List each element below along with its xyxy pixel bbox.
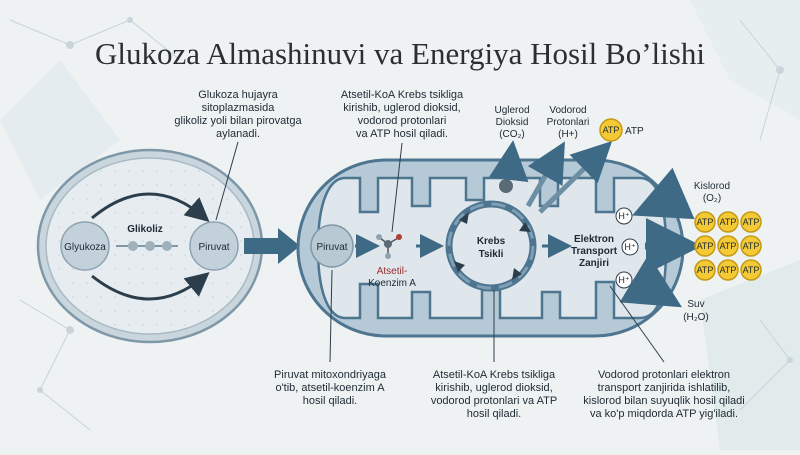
svg-text:Vodorod protonlari elektron: Vodorod protonlari elektron <box>598 369 730 381</box>
svg-text:hosil qiladi.: hosil qiladi. <box>467 408 521 420</box>
atp-molecule <box>717 211 739 233</box>
acetyl-coa-molecule <box>376 234 402 259</box>
hydrogen-output: Vodorod Protonlari (H+) <box>525 105 590 208</box>
mitochondrion <box>296 158 685 338</box>
svg-text:Vodorod: Vodorod <box>549 105 586 116</box>
krebs-cycle: Krebs Tsikli <box>445 200 537 292</box>
svg-text:H⁺: H⁺ <box>618 211 629 221</box>
svg-text:glikoliz yoli bilan pirovatga: glikoliz yoli bilan pirovatga <box>174 115 302 127</box>
svg-text:kislorod bilan suyuqlik hosil: kislorod bilan suyuqlik hosil qiladi <box>583 395 744 407</box>
svg-text:Piruvat mitoxondriyaga: Piruvat mitoxondriyaga <box>274 369 387 381</box>
atp-molecule-label: ATP <box>743 217 760 227</box>
atp-molecule <box>740 211 762 233</box>
atp-molecule <box>717 235 739 257</box>
transfer-arrow <box>244 228 300 264</box>
top-caption: Atsetil-KoA Krebs tsikliga kirishib, ugl… <box>341 89 464 233</box>
atp-molecule-label: ATP <box>720 217 737 227</box>
acetyl-label-1: Atsetil- <box>377 266 408 277</box>
svg-text:Dioksid: Dioksid <box>496 117 529 128</box>
atp-output: ATP ATP <box>538 118 644 214</box>
page-title: Glukoza Almashinuvi va Energiya Hosil Bo… <box>95 36 705 71</box>
svg-text:sitoplazmasida: sitoplazmasida <box>202 102 276 114</box>
svg-text:H⁺: H⁺ <box>624 242 635 252</box>
glucose-label: Glyukoza <box>64 242 106 253</box>
svg-text:Glukoza hujayra: Glukoza hujayra <box>198 89 278 101</box>
svg-text:(H+): (H+) <box>558 129 578 140</box>
atp-molecule-label: ATP <box>720 241 737 251</box>
atp-molecule-label: ATP <box>697 217 714 227</box>
bottom-right-caption: Vodorod protonlari elektron transport za… <box>583 285 745 420</box>
svg-text:Transport: Transport <box>571 246 618 257</box>
etc-output-arrows <box>619 167 702 308</box>
atp-molecule-label: ATP <box>720 265 737 275</box>
atp-molecule <box>694 235 716 257</box>
atp-molecule-label: ATP <box>743 265 760 275</box>
svg-text:Suv: Suv <box>687 299 704 310</box>
atp-molecule <box>740 259 762 281</box>
atp-grid: ATP ATP ATP ATP ATP ATP ATP ATP ATP <box>694 211 762 281</box>
glycolysis-label: Glikoliz <box>127 224 163 235</box>
atp-molecule <box>694 211 716 233</box>
svg-text:hosil qiladi.: hosil qiladi. <box>303 395 357 407</box>
atp-molecule-label: ATP <box>697 265 714 275</box>
pyruvate-label-cell: Piruvat <box>198 242 229 253</box>
pyruvate-node-cell: Piruvat <box>189 221 239 271</box>
svg-text:(CO₂): (CO₂) <box>499 129 525 140</box>
svg-text:Protonlari: Protonlari <box>547 117 590 128</box>
glycolysis-molecules <box>116 241 178 251</box>
svg-text:Uglerod: Uglerod <box>494 105 529 116</box>
svg-text:(O₂): (O₂) <box>703 193 721 204</box>
bottom-left-caption: Piruvat mitoxondriyaga o'tib, atsetil-ko… <box>274 269 387 407</box>
oxygen-label: Kislorod (O₂) <box>694 181 730 204</box>
co2-output: Uglerod Dioksid (CO₂) <box>488 105 530 193</box>
svg-text:Zanjiri: Zanjiri <box>579 258 609 269</box>
svg-text:Kislorod: Kislorod <box>694 181 730 192</box>
glucose-node: Glyukoza <box>60 221 110 271</box>
atp-molecule <box>740 235 762 257</box>
glycolysis-arrow-top <box>91 192 210 222</box>
glycolysis-arrow-bottom <box>91 272 210 301</box>
svg-text:H⁺: H⁺ <box>618 275 629 285</box>
pyruvate-node-mito: Piruvat <box>310 224 354 268</box>
svg-text:kirishib, uglerod dioksid,: kirishib, uglerod dioksid, <box>435 382 552 394</box>
pyruvate-label-mito: Piruvat <box>316 242 347 253</box>
svg-text:o'tib, atsetil-koenzim A: o'tib, atsetil-koenzim A <box>275 382 385 394</box>
bottom-mid-caption: Atsetil-KoA Krebs tsikliga kirishib, ugl… <box>431 290 557 420</box>
water-label: Suv (H₂O) <box>683 299 709 323</box>
atp-molecule <box>694 259 716 281</box>
etc-label: Elektron Transport Zanjiri <box>571 234 618 269</box>
svg-text:va ko'p miqdorda ATP yig'iladi: va ko'p miqdorda ATP yig'iladi. <box>590 408 738 420</box>
cell-caption: Glukoza hujayra sitoplazmasida glikoliz … <box>174 89 302 221</box>
svg-text:vodorod protonlari va ATP: vodorod protonlari va ATP <box>431 395 557 407</box>
atp-output-label: ATP <box>625 126 644 137</box>
krebs-label-2: Tsikli <box>479 249 504 260</box>
svg-text:transport zanjirida ishlatilib: transport zanjirida ishlatilib, <box>598 382 731 394</box>
atp-molecule-label: ATP <box>743 241 760 251</box>
krebs-label-1: Krebs <box>477 236 506 247</box>
svg-text:Atsetil-KoA Krebs tsikliga: Atsetil-KoA Krebs tsikliga <box>341 89 464 101</box>
svg-text:vodorod protonlari: vodorod protonlari <box>358 115 447 127</box>
atp-molecule <box>717 259 739 281</box>
svg-text:kirishib, uglerod dioksid,: kirishib, uglerod dioksid, <box>343 102 460 114</box>
svg-text:Elektron: Elektron <box>574 234 614 245</box>
svg-text:Atsetil-KoA Krebs tsikliga: Atsetil-KoA Krebs tsikliga <box>433 369 556 381</box>
svg-text:aylanadi.: aylanadi. <box>216 128 260 140</box>
atp-badge: ATP <box>603 125 620 135</box>
atp-molecule-label: ATP <box>697 241 714 251</box>
svg-text:(H₂O): (H₂O) <box>683 312 709 323</box>
svg-text:va ATP hosil qiladi.: va ATP hosil qiladi. <box>356 128 448 140</box>
acetyl-label-2: Koenzim A <box>368 278 416 289</box>
